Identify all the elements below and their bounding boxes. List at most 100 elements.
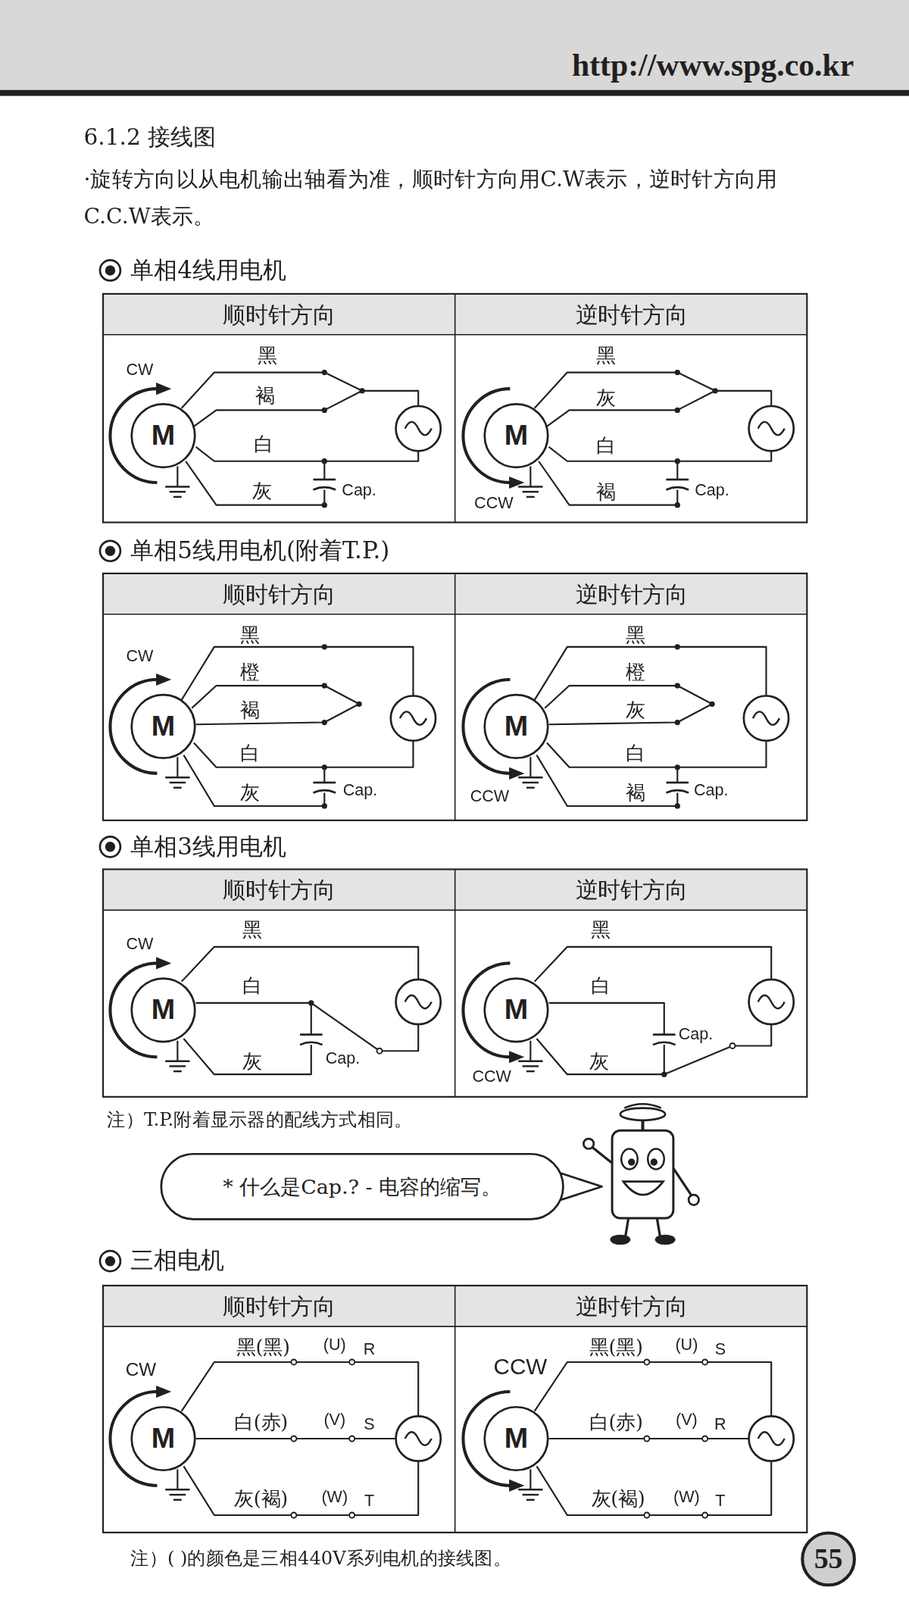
section-heading: 单相4线用电机 bbox=[130, 256, 287, 285]
terminal-label: CW bbox=[126, 933, 154, 954]
table-header-cell: 顺时针方向 bbox=[103, 1286, 456, 1327]
wire-color-label: 白 bbox=[253, 432, 274, 457]
mascot-mouth bbox=[623, 1181, 664, 1196]
wire bbox=[185, 461, 325, 506]
wire bbox=[181, 646, 414, 700]
terminal-label: Cap. bbox=[341, 480, 377, 500]
ground-symbol bbox=[522, 781, 540, 784]
motor-letter: M bbox=[151, 1421, 175, 1455]
column-heading: 顺时针方向 bbox=[222, 578, 335, 610]
terminal-label: CCW bbox=[471, 1066, 511, 1087]
mascot-leg bbox=[656, 1218, 660, 1237]
table-rule bbox=[454, 293, 457, 523]
mascot-stem bbox=[640, 1120, 644, 1131]
sine-wave bbox=[758, 995, 785, 1009]
terminal-dot bbox=[321, 458, 328, 464]
ground-symbol bbox=[169, 781, 187, 784]
wire-color-label: 褐 bbox=[240, 698, 260, 722]
terminal-dot bbox=[674, 458, 681, 464]
ground-symbol bbox=[165, 1059, 190, 1062]
table-border bbox=[103, 1285, 807, 1533]
column-heading: 顺时针方向 bbox=[222, 874, 335, 906]
capacitor-plate bbox=[312, 478, 336, 482]
sine-wave bbox=[758, 421, 785, 436]
motor-letter: M bbox=[504, 993, 528, 1027]
sine-wave bbox=[405, 1431, 432, 1446]
table-header-cell: 逆时针方向 bbox=[456, 574, 807, 615]
capacitor-plate bbox=[652, 1042, 676, 1045]
table-header-cell: 顺时针方向 bbox=[103, 870, 456, 911]
terminal-label: CW bbox=[125, 1358, 157, 1381]
motor-letter: M bbox=[504, 419, 528, 453]
ground-wire bbox=[529, 1040, 532, 1062]
ground-symbol bbox=[165, 776, 190, 778]
wire-color-label: 褐 bbox=[255, 384, 275, 408]
column-heading: 逆时针方向 bbox=[575, 1290, 688, 1322]
terminal-label: T bbox=[364, 1490, 375, 1511]
section-marker bbox=[105, 546, 116, 557]
table-header-cell: 顺时针方向 bbox=[103, 574, 456, 615]
terminal bbox=[377, 1048, 383, 1054]
terminal-label: CW bbox=[126, 646, 154, 666]
terminal bbox=[349, 1358, 355, 1365]
wire-color-label: 黑(黑) bbox=[589, 1334, 644, 1359]
terminal bbox=[290, 1435, 297, 1441]
terminal-label: (V) bbox=[323, 1408, 346, 1429]
ground-symbol bbox=[173, 787, 182, 789]
wire bbox=[183, 1038, 311, 1075]
ground-symbol bbox=[518, 1059, 543, 1062]
speech-bubble: * 什么是Cap.? - 电容的缩写。 bbox=[159, 1152, 564, 1221]
motor-symbol: M bbox=[130, 402, 196, 469]
bubble-tail bbox=[561, 1173, 603, 1200]
capacitor-plate bbox=[299, 1033, 323, 1036]
column-heading: 顺时针方向 bbox=[222, 1290, 335, 1322]
ac-source-symbol bbox=[749, 1415, 794, 1461]
mascot-arm bbox=[591, 1146, 613, 1164]
terminal-dot bbox=[321, 682, 328, 688]
capacitor-plate bbox=[665, 487, 689, 490]
wire bbox=[546, 740, 767, 768]
terminal-dot bbox=[321, 643, 328, 650]
ground-symbol bbox=[526, 1499, 535, 1501]
terminal-label: (W) bbox=[673, 1486, 700, 1507]
mascot-pupil bbox=[627, 1158, 635, 1166]
capacitor-plate bbox=[665, 478, 689, 482]
capacitor-plate bbox=[665, 790, 689, 793]
motor-symbol: M bbox=[483, 402, 549, 469]
ground-symbol bbox=[526, 1070, 535, 1072]
wire bbox=[549, 446, 772, 462]
ground-symbol bbox=[173, 1070, 182, 1072]
mascot-spinner bbox=[624, 1103, 661, 1108]
wire-color-label: 灰 bbox=[589, 1049, 610, 1073]
mascot-pupil bbox=[650, 1158, 658, 1166]
motor-symbol: M bbox=[483, 693, 549, 760]
note: 注）T.P.附着显示器的配线方式相同。 bbox=[106, 1108, 413, 1131]
terminal-label: Cap. bbox=[343, 780, 378, 800]
terminal bbox=[643, 1358, 650, 1365]
ground-symbol bbox=[518, 1488, 543, 1491]
wire bbox=[193, 740, 414, 768]
bubble-text: * 什么是Cap.? - 电容的缩写。 bbox=[222, 1172, 502, 1200]
terminal-dot bbox=[356, 701, 362, 707]
terminal-label: S bbox=[363, 1414, 375, 1434]
motor-letter: M bbox=[504, 709, 528, 743]
ground-symbol bbox=[173, 496, 182, 498]
wire bbox=[534, 372, 772, 409]
motor-symbol: M bbox=[483, 977, 549, 1043]
motor-letter: M bbox=[151, 709, 175, 743]
terminal bbox=[349, 1511, 355, 1518]
wire bbox=[534, 646, 767, 700]
table-header-cell: 逆时针方向 bbox=[456, 1286, 807, 1327]
ground-symbol bbox=[518, 776, 543, 778]
terminal-dot bbox=[321, 369, 328, 375]
page-number: 55 bbox=[814, 1542, 844, 1575]
sine-wave bbox=[405, 421, 432, 436]
table-rule bbox=[454, 1285, 457, 1533]
wire-color-label: 白(赤) bbox=[234, 1410, 288, 1434]
ac-source-symbol bbox=[749, 406, 794, 451]
capacitor-plate bbox=[665, 781, 689, 785]
capacitor-plate bbox=[299, 1042, 323, 1045]
wire bbox=[181, 946, 419, 982]
terminal-label: S bbox=[715, 1339, 726, 1359]
